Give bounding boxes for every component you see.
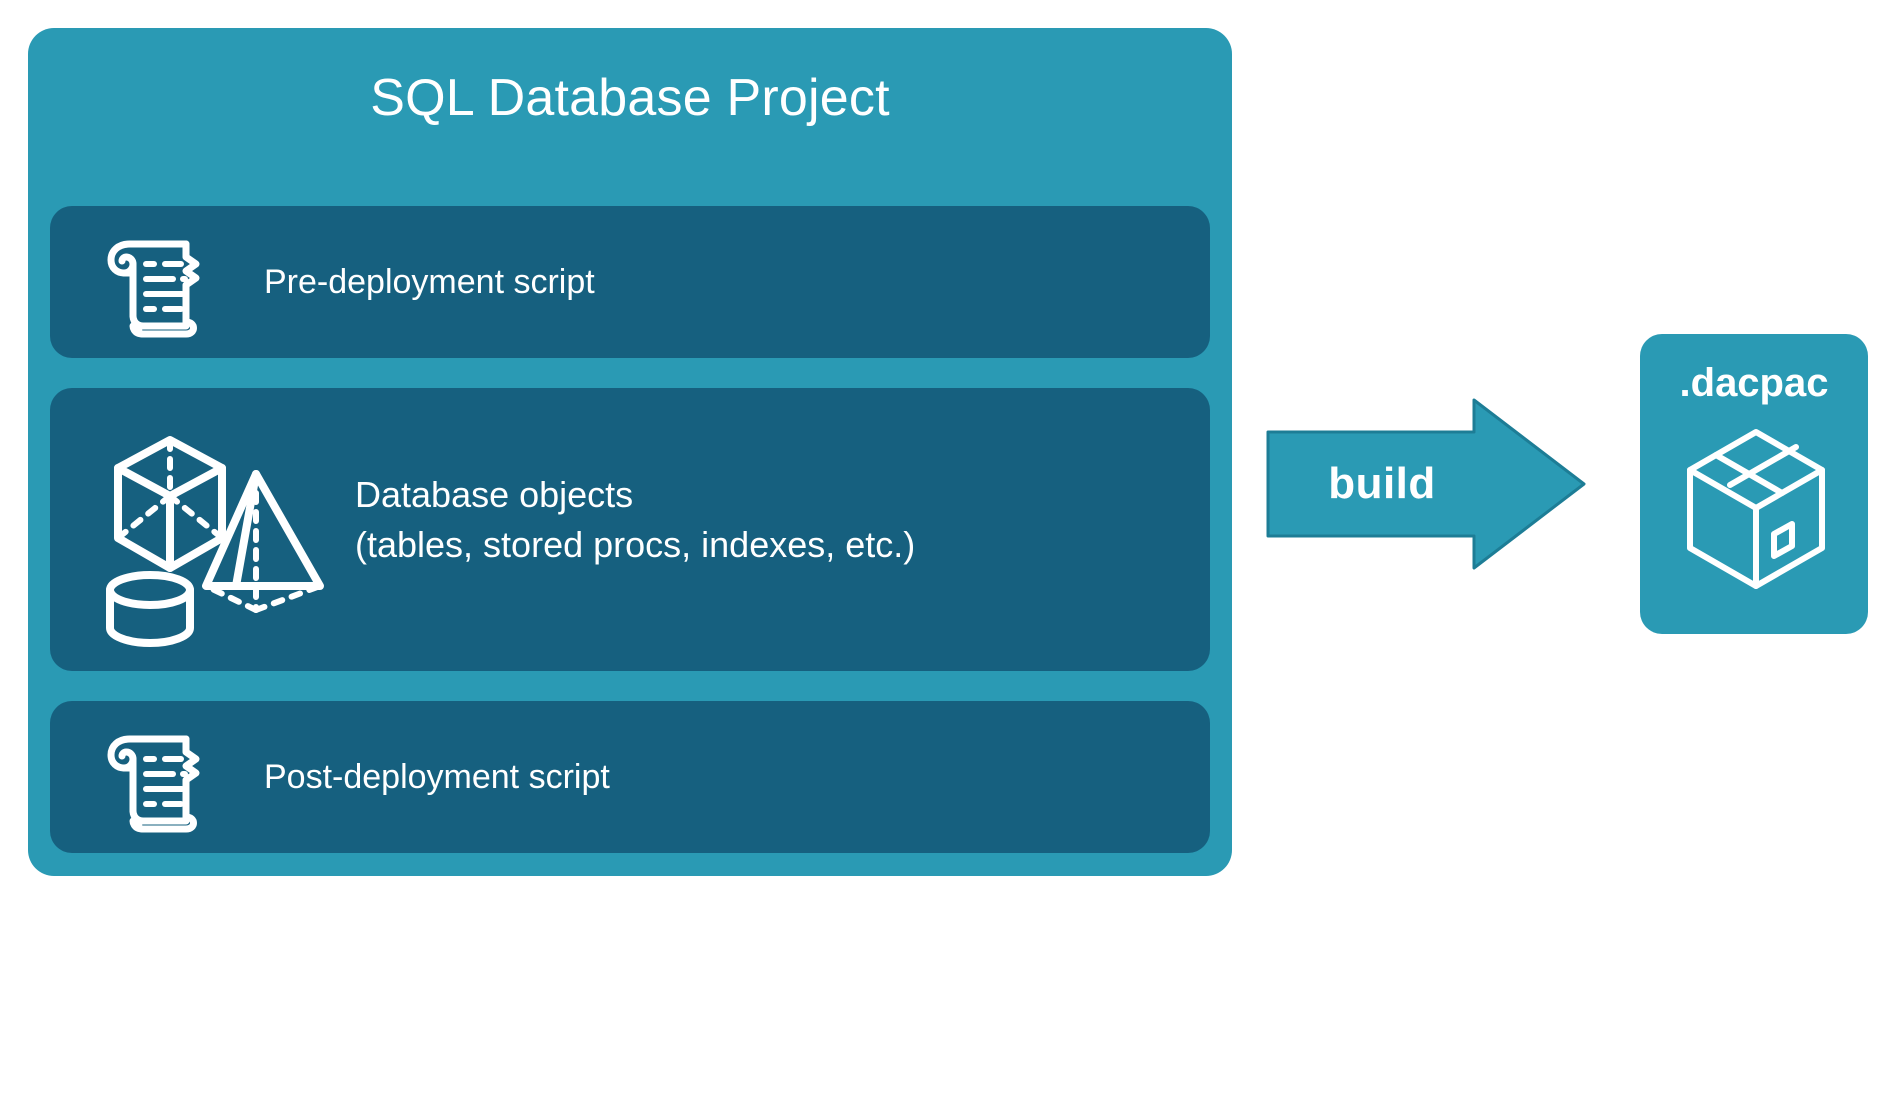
pre-deployment-script-card: Pre-deployment script: [50, 206, 1210, 358]
scroll-icon: [100, 725, 208, 833]
sql-database-project-card: SQL Database Project: [28, 28, 1232, 876]
shapes-icon: [88, 410, 336, 650]
post-deployment-script-label: Post-deployment script: [264, 758, 610, 796]
scroll-icon: [100, 230, 208, 338]
post-deployment-script-card: Post-deployment script: [50, 701, 1210, 853]
cylinder-icon: [106, 571, 194, 647]
dacpac-label: .dacpac: [1679, 361, 1829, 405]
arrow-right-icon: [1266, 398, 1586, 570]
cube-icon: [114, 436, 226, 572]
pyramid-icon: [202, 470, 324, 613]
pre-deployment-script-label: Pre-deployment script: [264, 263, 595, 301]
package-box-icon: [1684, 422, 1828, 598]
page-title: SQL Database Project: [370, 69, 890, 127]
database-objects-label: Database objects (tables, stored procs, …: [355, 474, 916, 565]
build-label: build: [1328, 459, 1436, 508]
dacpac-output-card: .dacpac: [1640, 334, 1868, 634]
database-objects-card: Database objects (tables, stored procs, …: [50, 388, 1210, 671]
